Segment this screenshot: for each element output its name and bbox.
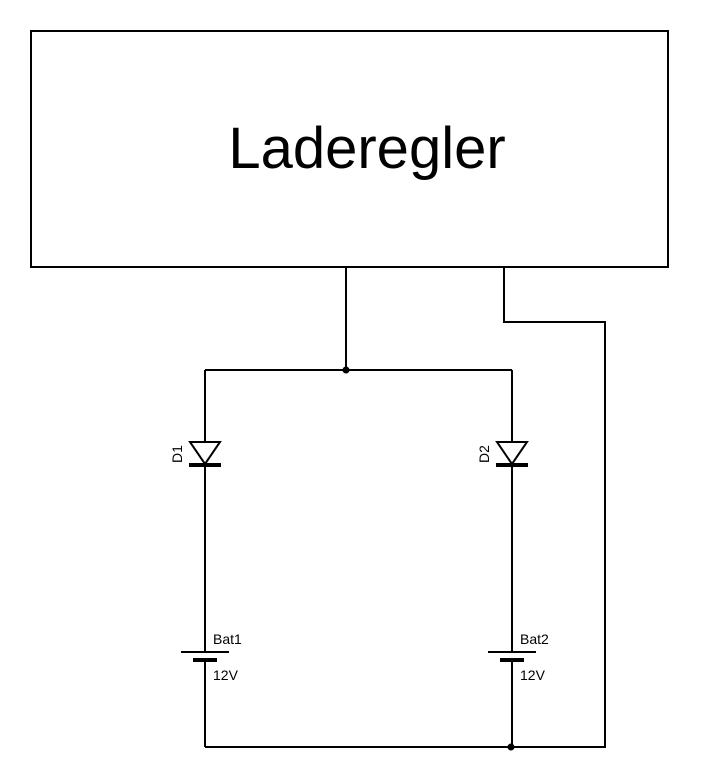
battery-bat2-label: Bat2 — [520, 631, 549, 647]
battery-bat2 — [488, 651, 536, 662]
bottom-junction-dot — [507, 743, 515, 751]
battery-bat2-voltage: 12V — [520, 667, 546, 683]
controller-return-wire — [503, 267, 606, 748]
charge-controller-box — [30, 30, 669, 268]
diode-d1-triangle — [188, 441, 222, 466]
top-junction-dot — [342, 366, 350, 374]
battery-bat1-voltage: 12V — [213, 667, 239, 683]
diode-d2 — [495, 441, 529, 467]
charge-controller-title: Laderegler — [228, 116, 505, 181]
diode-d1-label: D1 — [169, 445, 185, 463]
battery-bat1 — [181, 651, 229, 662]
battery-bat1-label: Bat1 — [213, 631, 242, 647]
diode-d2-label: D2 — [476, 445, 492, 463]
diode-d2-triangle — [495, 441, 529, 466]
diode-d1 — [188, 441, 222, 467]
